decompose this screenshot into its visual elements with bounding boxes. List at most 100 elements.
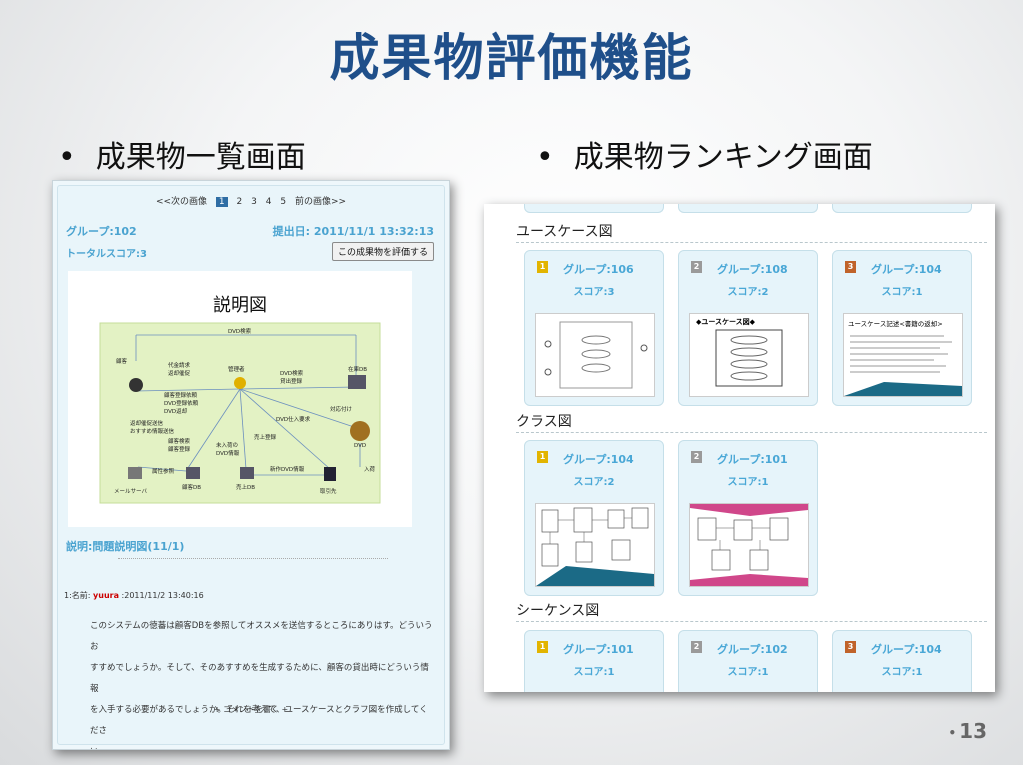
sales-db-icon [240,467,254,479]
section-divider [516,621,987,622]
pager-page-2[interactable]: 2 [236,197,243,207]
submission-date: 提出日: 2011/11/1 13:32:13 [272,225,434,238]
gold-medal-icon: 1 [537,641,548,653]
fig-label: 売上DB [236,483,255,491]
gold-medal-icon: 1 [537,261,548,273]
thumb-title: ◆ユースケース図◆ [696,318,756,326]
fig-label: 顧客登録依頼 [164,391,198,399]
section-divider [516,242,987,243]
bronze-medal-icon: 3 [845,261,856,273]
silver-medal-icon: 2 [691,261,702,273]
card-group: グループ:108 [717,263,788,276]
silver-medal-icon: 2 [691,641,702,653]
card-group: グループ:104 [563,453,634,466]
mail-server-icon [128,467,142,479]
comment-line: このシステムの徳蕃は顧客DBを参照してオススメを送信するところにありはす。どうい… [90,621,433,652]
card-group: グループ:106 [563,263,634,276]
ranking-card[interactable]: 1 グループ:101 スコア:1 [524,630,664,692]
fig-label: 顧客 [116,357,128,365]
fig-label: 対応付け [330,405,353,413]
ranking-card[interactable]: 2 グループ:102 スコア:1 [678,630,818,692]
pager-page-5[interactable]: 5 [280,197,287,207]
card-thumbnail[interactable] [535,313,655,397]
card-thumbnail[interactable]: ◆ユースケース図◆ [689,313,809,397]
comment-body: このシステムの徳蕃は顧客DBを参照してオススメを送信するところにありはす。どうい… [90,616,434,749]
page-number: •13 [948,719,987,743]
right-bullet-label: 成果物ランキング画面 [573,140,873,175]
partial-card [524,204,664,213]
card-thumbnail[interactable] [689,503,809,587]
text-thumb-graphic [844,335,962,396]
fig-label: DVD情報 [216,449,240,457]
comment-line: すすめでしょうか。そして、そのあすすめを生成するために、顧客の貸出時にどういう情… [90,663,429,694]
fig-label: 返却催促送信 [130,419,164,427]
card-group: グループ:102 [717,643,788,656]
group-label: グループ:102 [66,225,137,238]
fig-label: 顧客DB [182,483,201,491]
ranking-card[interactable]: 2 グループ:101 スコア:1 [678,440,818,596]
explanation-label: 説明:問題説明図(11/1) [66,540,185,553]
deliverable-figure: 説明図 [68,271,412,527]
section-title-sequence: シーケンス図 [516,603,600,619]
fig-label: 未入荷の [216,441,238,449]
usecase-thumb-graphic [544,321,648,389]
admin-figure [234,377,246,389]
pager-page-1[interactable]: 1 [215,197,228,207]
image-pager: <<次の画像 1 2 3 4 5 前の画像>> [58,194,444,207]
fig-label: 顧客検索 [168,437,191,445]
fig-label-top: DVD検索 [228,327,252,335]
comment-prefix: 1:名前: [64,591,91,600]
card-score: スコア:1 [881,287,923,298]
section-title-class: クラス図 [516,414,572,430]
class-thumb-graphic [690,504,808,586]
comment-author[interactable]: yuura [93,591,119,600]
pager-page-3[interactable]: 3 [251,197,257,207]
ranking-card[interactable]: 2 グループ:108 スコア:2 ◆ユースケース図◆ [678,250,818,406]
card-group: グループ:101 [563,643,634,656]
card-group: グループ:104 [871,263,942,276]
customer-figure [129,378,143,392]
pager-next-link[interactable]: 前の画像>> [294,197,347,207]
pager-prev-link[interactable]: <<次の画像 [155,197,208,207]
ranking-card[interactable]: 3 グループ:104 スコア:1 [832,630,972,692]
write-comment-link[interactable]: + コメントを書く + [213,705,289,714]
left-bullet: • 成果物一覧画面 [58,132,306,176]
fig-label: DVD [354,443,366,449]
pager-page-4[interactable]: 4 [265,197,272,207]
comment-line: を入手する必要があるでしょうか。それを考えて、ユースケースとクラフ図を作成してく… [90,705,428,736]
card-thumbnail[interactable]: ユースケース記述<書籍の返却> [843,313,963,397]
slide-title: 成果物評価機能 [329,29,694,87]
section-divider [516,432,987,433]
card-score: スコア:1 [727,477,769,488]
card-group: グループ:104 [871,643,942,656]
gold-medal-icon: 1 [537,451,548,463]
customer-db-icon [186,467,200,479]
deliverable-list-screenshot: <<次の画像 1 2 3 4 5 前の画像>> グループ:102 提出日: 20… [52,180,450,750]
fig-label: DVD検索 [280,369,304,377]
fig-label: 在庫DB [348,365,367,373]
left-bullet-label: 成果物一覧画面 [95,140,306,175]
usecase-thumb-graphic [715,329,783,387]
card-thumbnail[interactable] [535,503,655,587]
fig-label: 売上登録 [254,433,277,441]
figure-title: 説明図 [213,295,267,316]
ranking-card[interactable]: 1 グループ:106 スコア:3 [524,250,664,406]
bullet-dot: • [58,140,76,175]
fig-label: おすすめ情報送信 [130,427,175,435]
comment-line: い。 [90,742,434,749]
fig-label: 取引先 [320,487,337,495]
silver-medal-icon: 2 [691,451,702,463]
ranking-card[interactable]: 1 グループ:104 スコア:2 [524,440,664,596]
class-thumb-graphic [536,507,654,586]
ranking-card[interactable]: 3 グループ:104 スコア:1 ユースケース記述<書籍の返却> [832,250,972,406]
bullet-dot: • [536,140,554,175]
card-score: スコア:1 [573,667,615,678]
comment-header: 1:名前: yuura :2011/11/2 13:40:16 [64,590,204,601]
evaluate-button[interactable]: この成果物を評価する [331,242,434,261]
partial-card [678,204,818,213]
card-score: スコア:1 [881,667,923,678]
section-title-usecase: ユースケース図 [516,224,613,240]
supplier-icon [324,467,336,481]
total-score: トータルスコア:3 [66,249,147,260]
ranking-screenshot: ユースケース図 1 グループ:106 スコア:3 2 グループ:108 スコア:… [484,204,995,692]
